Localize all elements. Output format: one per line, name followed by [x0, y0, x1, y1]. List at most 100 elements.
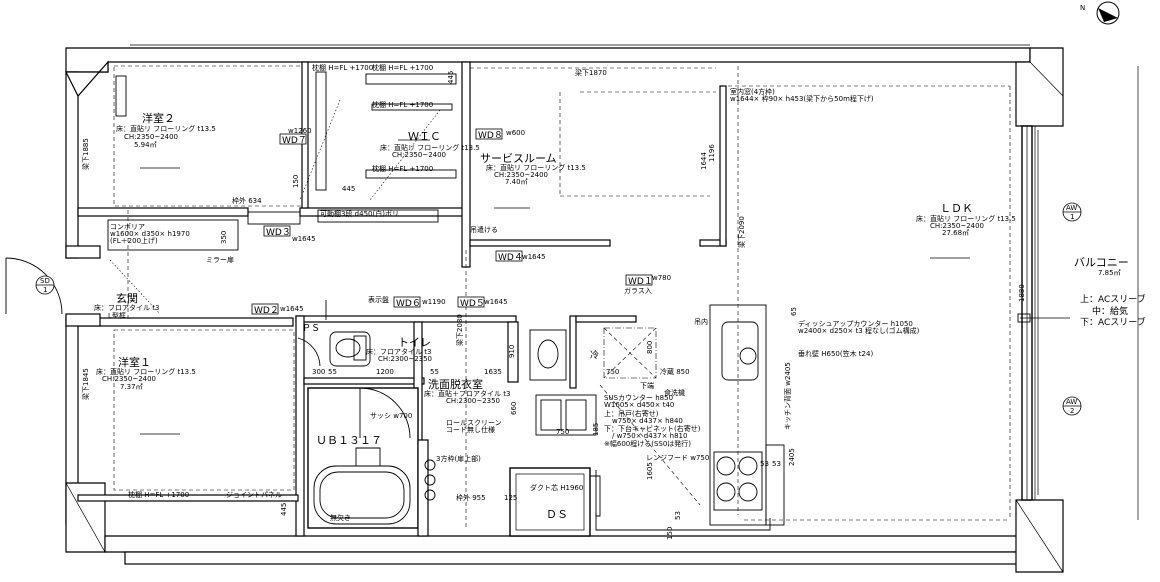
tag-wd8: WD８: [478, 131, 503, 141]
note-sus1: SUSカウンター h850: [604, 393, 673, 402]
dim-1605: 1605: [646, 462, 654, 480]
dim-1644: 1644: [700, 152, 708, 170]
note-sash: サッシ w700: [370, 412, 412, 420]
note-w1190: w1190: [422, 298, 446, 306]
dim-150: 150: [292, 175, 300, 188]
room-ldk-ch: CH:2350~2400: [930, 222, 984, 230]
note-ac1: 上：ACスリーブ: [1080, 293, 1146, 305]
note-kadohaiki: 可動棚3段 d450(白)ポリ: [320, 209, 399, 218]
note-w1645a: w1645: [292, 235, 316, 243]
note-tana2: w1644× 枠90× h453(梁下から50m程下げ): [730, 94, 874, 103]
note-w1260: w1260: [288, 127, 312, 135]
room-yoshitsu1-floor: 床：直貼リ フローリング t13.5: [96, 367, 196, 376]
note-hpfl5: 枕棚 H=FL +1700: [128, 490, 189, 499]
dim-1880: 1880: [1018, 284, 1026, 302]
room-yoshitsu2-floor: 床：直貼リ フローリング t13.5: [116, 124, 216, 133]
tag-wd5: WD５: [460, 299, 485, 309]
note-ac2: 中：給気: [1092, 305, 1128, 317]
dim-150b: 150: [666, 527, 674, 540]
note-roll2: コード無し仕様: [446, 425, 495, 434]
tag-aw1-bottom: 1: [1070, 213, 1074, 221]
note-sus5: 下：下台キャビネット(右寄せ): [604, 424, 701, 433]
room-ub-name: ＵＢ１３１７: [316, 434, 382, 447]
dim-300: 300: [312, 368, 325, 376]
room-toilet-ch: CH:2300~2350: [378, 355, 432, 363]
room-ldk-floor: 床：直貼リ フローリング t13.5: [916, 214, 1016, 223]
note-kakeru: 吊遣ける: [470, 225, 498, 234]
dim-750a: 750: [606, 368, 619, 376]
room-wic-floor: 床：直貼リ フローリング t13.5: [380, 143, 480, 152]
annotations: 梁下1885 梁下1845 梁下1870 梁下2090 梁下2080 枕棚 H=…: [81, 63, 1146, 540]
room-wic-name: ＷＩＣ: [408, 130, 441, 143]
tag-wd3: WD３: [266, 228, 291, 238]
note-hyoji: 表示盤: [368, 295, 389, 304]
note-hpfl4: 枕棚 H=FL +1700: [372, 164, 433, 173]
fixtures: [5, 71, 785, 531]
dim-660: 660: [510, 402, 518, 415]
dim-53b: 53: [772, 460, 781, 468]
dim-185: 185: [592, 423, 600, 436]
room-fridge-name: 冷: [590, 349, 599, 361]
dim-53c: 53: [674, 511, 682, 520]
room-ldk-name: ＬＤＫ: [940, 202, 973, 215]
dim-955: 枠外 955: [456, 493, 486, 502]
note-sus7: ※幅600程ける(SS0は発行): [604, 439, 691, 448]
dim-445b: 445: [342, 185, 355, 193]
note-konpo3: (FL＋200上げ): [110, 236, 158, 245]
note-joint: ジョイントパネル: [226, 491, 282, 499]
room-service-area: 7.40㎡: [505, 178, 528, 186]
note-kitchen1: ディッシュアップカウンター h1050: [798, 319, 913, 328]
note-hari4: 梁下2090: [737, 216, 746, 248]
room-genkan-name: 玄関: [116, 291, 138, 305]
note-konpo2: w1600× d350× h1970: [110, 230, 190, 238]
note-konpo: コンポリア: [110, 223, 145, 231]
room-ldk-area: 27.68㎡: [942, 229, 969, 237]
note-hashi: 下端: [640, 381, 654, 390]
tag-sd1-top: SD: [40, 277, 50, 285]
note-sus6: / w750× d437× h810: [612, 432, 687, 440]
room-service-floor: 床：直貼リ フローリング t13.5: [486, 163, 586, 172]
room-yoshitsu2-area: 5.94㎡: [134, 141, 157, 149]
dim-800: 800: [646, 341, 654, 354]
floor-direction-arrows: [140, 139, 970, 435]
note-w1645b: w1645: [522, 253, 546, 261]
room-balcony-name: バルコニー: [1074, 256, 1129, 269]
note-kitchen2: w2400× d250× t3 程なし(ゴム構成): [798, 326, 920, 335]
outer-walls: [65, 44, 1139, 573]
note-hpfl2: 枕棚 H=FL +1700: [372, 63, 433, 72]
note-tana1: 室内窓(4方枠): [730, 87, 775, 96]
room-yoshitsu2-ch: CH:2350~2400: [124, 133, 178, 141]
dim-445a: 445: [447, 71, 455, 84]
note-kamiwaku: 枠外 634: [232, 196, 262, 205]
note-roll: ロールスクリーン: [446, 419, 502, 427]
dim-65: 65: [790, 307, 798, 316]
room-service-ch: CH:2350~2400: [494, 171, 548, 179]
note-sus4: w750× d437× h840: [612, 417, 683, 425]
compass-north-label: N: [1080, 4, 1085, 12]
room-service-name: サービスルーム: [480, 152, 557, 165]
dim-125: 125: [504, 494, 517, 502]
note-w1645c: w1645: [280, 305, 304, 313]
note-mirror: ミラー扉: [206, 255, 234, 264]
note-kitchen4: キッチン背面 w2405: [783, 362, 792, 430]
tag-sd1-bottom: 1: [43, 286, 47, 294]
compass-icon: N: [1080, 1, 1120, 25]
note-w780: w780: [652, 274, 671, 282]
room-yoshitsu2-name: 洋室２: [142, 111, 175, 125]
note-garasu: ガラス入: [624, 286, 652, 295]
note-nagaku: 無欠き: [330, 513, 351, 522]
dim-1635: 1635: [484, 368, 502, 376]
note-hpfl3: 枕棚 H=FL +1700: [372, 100, 433, 109]
note-w600: w600: [506, 129, 525, 137]
tag-wd6: WD６: [396, 299, 421, 309]
hidden-lines: [109, 65, 1011, 530]
note-hari1: 梁下1885: [81, 138, 90, 170]
note-sus3: 上：吊戸(右寄せ): [604, 409, 659, 418]
room-balcony-area: 7.85㎡: [1098, 269, 1121, 277]
room-genkan-floor: 床：フロアタイル t3: [94, 303, 159, 312]
room-yoshitsu1-area: 7.37㎡: [120, 383, 143, 391]
note-ube: 3方枠(扉上部): [436, 454, 481, 463]
dim-910: 910: [508, 345, 516, 358]
room-ps-name: ＰＳ: [302, 324, 320, 334]
